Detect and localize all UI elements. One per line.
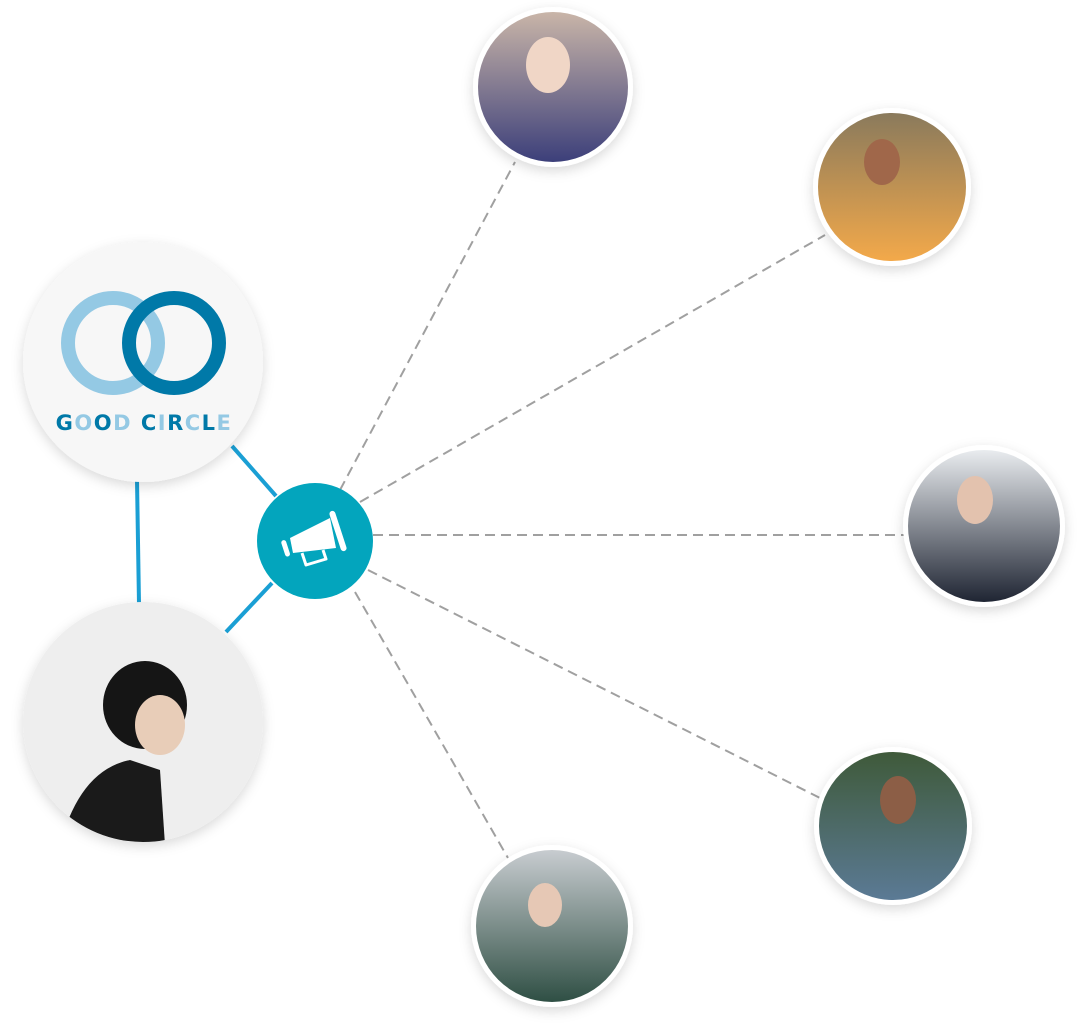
connector-logo-hub <box>230 444 278 498</box>
member-avatar-bottom[interactable] <box>471 845 633 1007</box>
member-avatar-upper-right[interactable] <box>813 108 971 266</box>
dashed-connectors <box>339 161 905 859</box>
logo-ring-light <box>61 291 165 395</box>
connector-organizer-hub <box>224 581 274 634</box>
connector-lower-right <box>367 569 821 799</box>
megaphone-icon <box>281 510 347 567</box>
connector-logo-organizer <box>135 479 141 605</box>
megaphone-hub[interactable] <box>257 483 373 599</box>
logo-ring-dark <box>122 291 226 395</box>
organizer-avatar[interactable] <box>23 602 263 845</box>
good-circle-logo: GOOD CIRCLE <box>23 242 263 482</box>
member-avatar-right[interactable] <box>903 445 1065 607</box>
connector-top <box>339 161 516 491</box>
member-avatar-lower-right[interactable] <box>814 747 972 905</box>
connector-bottom <box>354 591 509 859</box>
member-avatar-top[interactable] <box>473 7 633 167</box>
connector-upper-right <box>359 234 826 503</box>
solid-connectors <box>135 444 278 634</box>
logo-wordmark: GOOD CIRCLE <box>56 411 233 435</box>
